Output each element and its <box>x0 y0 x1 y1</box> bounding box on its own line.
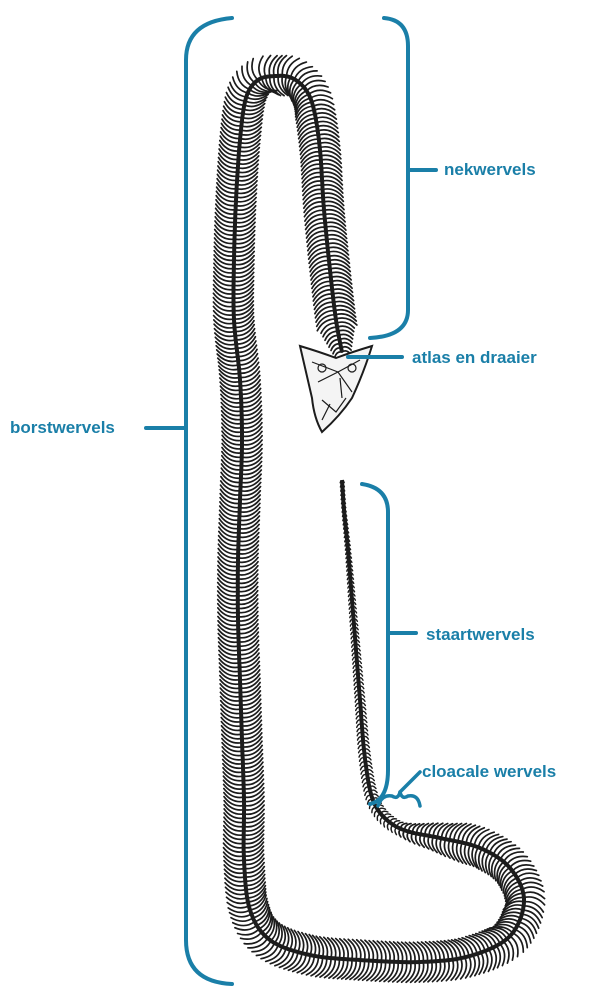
rib <box>519 878 541 882</box>
rib <box>493 948 497 970</box>
rib <box>259 56 263 78</box>
rib <box>399 829 401 837</box>
rib <box>309 90 331 94</box>
snake-spine <box>213 56 544 983</box>
label-brackets <box>146 18 436 984</box>
rib <box>233 922 255 926</box>
label-atlas-en-draaier: atlas en draaier <box>412 348 537 368</box>
rib <box>252 59 258 80</box>
rib <box>230 913 252 917</box>
rib <box>226 892 247 899</box>
label-cloacale-wervels: cloacale wervels <box>422 762 556 782</box>
bracket-nekwervels <box>370 18 408 338</box>
rib <box>488 949 492 971</box>
bracket-borstwervels <box>186 18 232 984</box>
rib <box>522 887 544 892</box>
leader-cloacale-wervels <box>400 772 420 792</box>
rib <box>311 95 333 99</box>
label-borstwervels: borstwervels <box>10 418 115 438</box>
rib <box>521 882 543 886</box>
rib <box>231 918 253 922</box>
label-nekwervels: nekwervels <box>444 160 536 180</box>
rib <box>395 827 397 835</box>
label-staartwervels: staartwervels <box>426 625 535 645</box>
